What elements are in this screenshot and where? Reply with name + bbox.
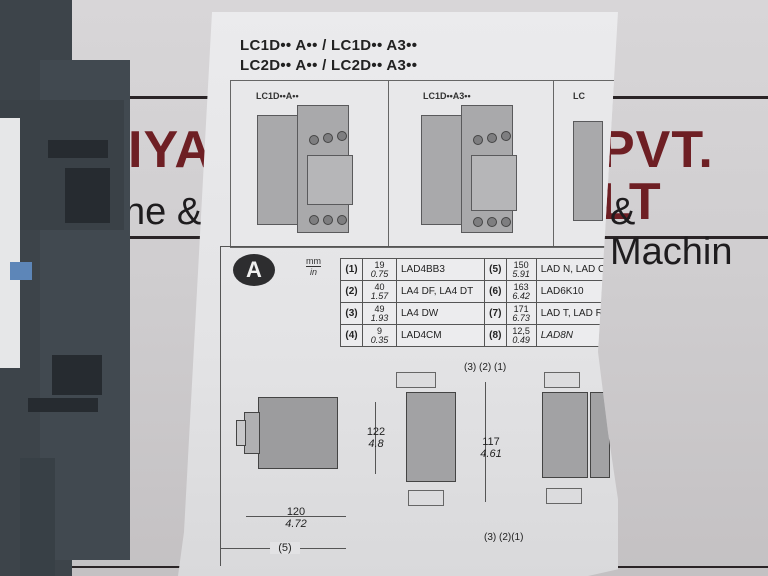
contactor-label-sticker: [0, 118, 20, 368]
title-line-1: LC1D•• A•• / LC1D•• A3••: [240, 37, 418, 54]
leaflet-title: LC1D•• A•• / LC1D•• A3•• LC2D•• A•• / LC…: [240, 36, 417, 76]
section-badge: A: [233, 254, 275, 286]
contactor-illustration-2: [421, 105, 521, 243]
sign-company-name-left: IYA: [128, 121, 213, 179]
depth-callout: (5): [270, 542, 300, 554]
contactor-illustration-1: [257, 105, 357, 243]
panel-label-2: LC1D••A3••: [423, 91, 471, 101]
bottom-callouts: (3) (2)(1): [484, 532, 524, 543]
sign-tagline-right: & Machin: [610, 191, 733, 273]
contactor-blue-indicator: [10, 262, 32, 280]
top-callouts: (3) (2) (1): [464, 362, 507, 373]
sign-company-name-right: PVT. LT: [600, 121, 714, 231]
front-view-drawing-3-partial: [590, 392, 610, 478]
title-line-2: LC2D•• A•• / LC2D•• A3••: [240, 57, 418, 74]
side-view-drawing: [258, 397, 338, 469]
panel-label-3: LC: [573, 91, 585, 101]
front-view-drawing-2: [542, 392, 588, 478]
sign-tagline-left: ne &: [124, 191, 203, 233]
product-illustration-panel: LC1D••A•• LC1D••A3•• LC: [230, 80, 628, 249]
instruction-leaflet: LC1D•• A•• / LC1D•• A3•• LC2D•• A•• / LC…: [178, 12, 628, 576]
front-view-drawing-1: [406, 392, 456, 482]
contactor-illustration-3-partial: [573, 111, 613, 249]
panel-label-1: LC1D••A••: [256, 91, 299, 101]
contactor-device: [0, 0, 135, 576]
units-legend: mm in: [306, 256, 321, 277]
